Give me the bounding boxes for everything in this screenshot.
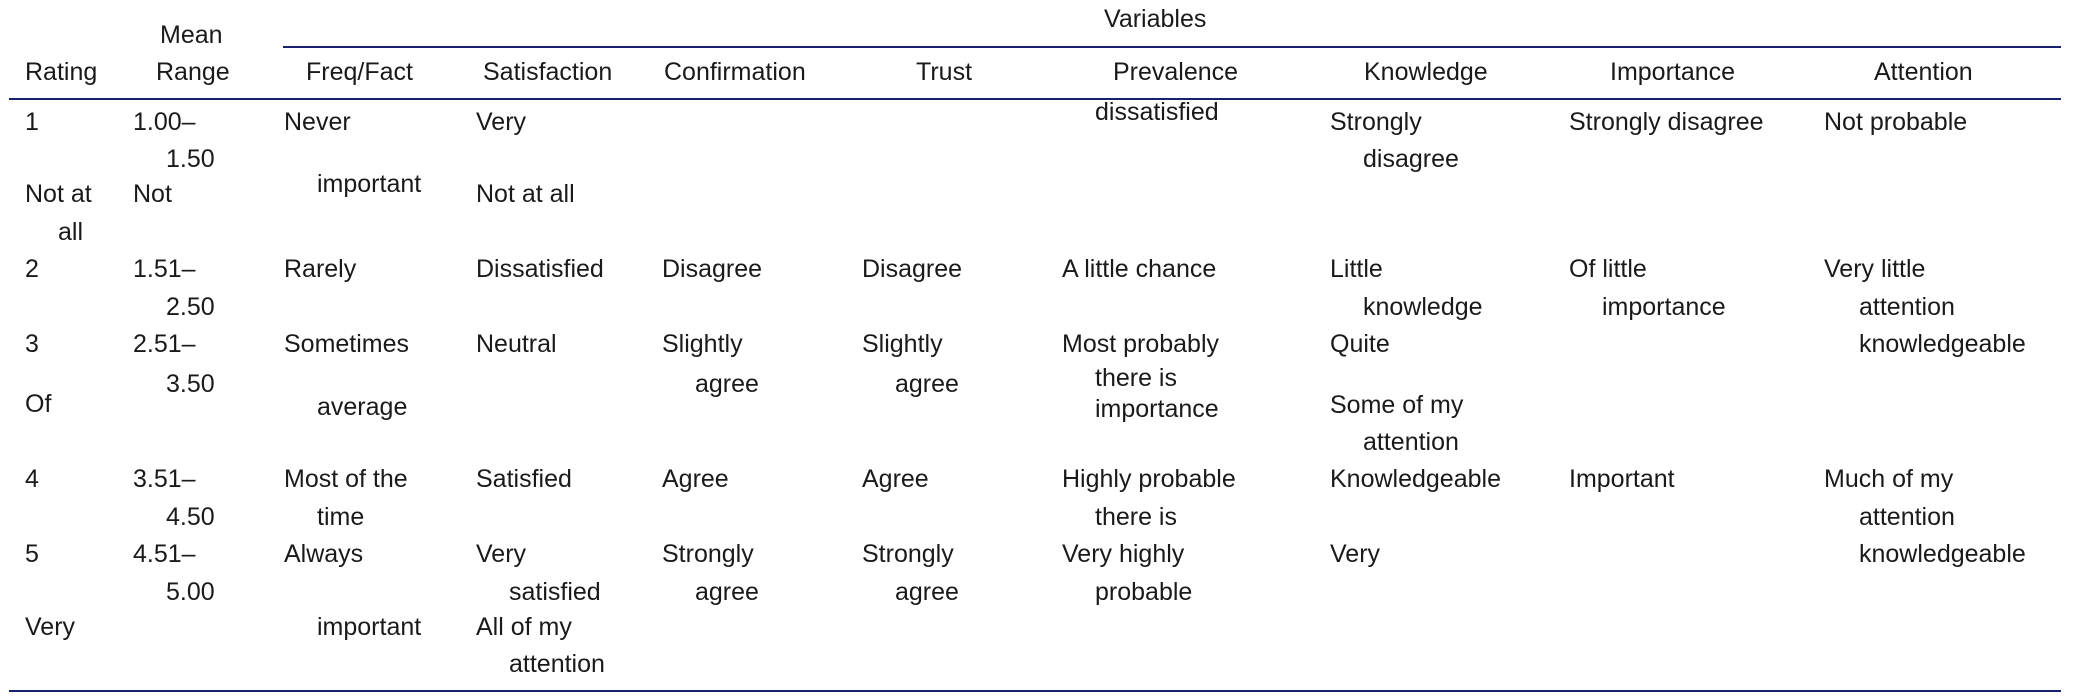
cell-text: 2.51– [133, 330, 196, 358]
cell-text: agree [895, 370, 959, 398]
cell-text: time [317, 503, 365, 531]
cell-text: Strongly disagree [1569, 108, 1764, 136]
bottom-rule [9, 690, 2061, 692]
cell-text: Little [1330, 255, 1383, 283]
cell-text: 5.00 [166, 578, 215, 606]
cell-text: there is [1095, 503, 1177, 531]
cell-text: attention [1859, 293, 1955, 321]
cell-text: important [317, 170, 422, 198]
cell-text: 3.50 [166, 370, 215, 398]
cell-text: 5 [25, 540, 39, 568]
cell-text: 1.00– [133, 108, 196, 136]
cell-text: Rarely [284, 255, 357, 283]
cell-text: there is [1095, 364, 1177, 392]
cell-text: All of my [476, 613, 572, 641]
cell-text: A little chance [1062, 255, 1217, 283]
cell-text: important [317, 613, 422, 641]
cell-text: agree [895, 578, 959, 606]
cell-text: Satisfied [476, 465, 572, 493]
variables-header: Variables [1104, 5, 1207, 33]
variables-rule [283, 46, 2061, 48]
cell-text: attention [1859, 503, 1955, 531]
column-header-confirmation: Confirmation [664, 58, 806, 86]
cell-text: Disagree [662, 255, 763, 283]
cell-text: 4.50 [166, 503, 215, 531]
cell-text: Of [25, 390, 52, 418]
cell-text: Some of my [1330, 391, 1464, 419]
cell-text: Of little [1569, 255, 1647, 283]
cell-text: Strongly [862, 540, 954, 568]
cell-text: probable [1095, 578, 1193, 606]
cell-text: Agree [662, 465, 729, 493]
cell-text: Most probably [1062, 330, 1220, 358]
cell-text: knowledge [1363, 293, 1483, 321]
cell-text: Very highly [1062, 540, 1185, 568]
column-header-knowledge: Knowledge [1364, 58, 1488, 86]
cell-text: importance [1095, 395, 1219, 423]
cell-text: Knowledgeable [1330, 465, 1501, 493]
column-header-importance: Importance [1610, 58, 1736, 86]
column-header-satisfaction: Satisfaction [483, 58, 613, 86]
cell-text: 1 [25, 108, 39, 136]
cell-text: 1.50 [166, 145, 215, 173]
cell-text: dissatisfied [1095, 98, 1219, 126]
cell-text: Important [1569, 465, 1675, 493]
mean-header: Mean [160, 21, 223, 49]
column-header-prevalence: Prevalence [1113, 58, 1239, 86]
cell-text: 3 [25, 330, 39, 358]
cell-text: Not at all [476, 180, 575, 208]
cell-text: importance [1602, 293, 1726, 321]
cell-text: Quite [1330, 330, 1390, 358]
cell-text: Very [25, 613, 76, 641]
cell-text: Very little [1824, 255, 1926, 283]
range-header: Range [156, 58, 230, 86]
cell-text: 2 [25, 255, 39, 283]
cell-text: Much of my [1824, 465, 1954, 493]
column-header-trust: Trust [916, 58, 973, 86]
cell-text: 3.51– [133, 465, 196, 493]
cell-text: Dissatisfied [476, 255, 604, 283]
column-header-freq-fact: Freq/Fact [306, 58, 413, 86]
cell-text: 4 [25, 465, 39, 493]
cell-text: Sometimes [284, 330, 410, 358]
cell-text: Very [1330, 540, 1381, 568]
cell-text: Neutral [476, 330, 557, 358]
cell-text: average [317, 393, 408, 421]
cell-text: 4.51– [133, 540, 196, 568]
cell-text: satisfied [509, 578, 601, 606]
cell-text: knowledgeable [1859, 330, 2026, 358]
cell-text: knowledgeable [1859, 540, 2026, 568]
cell-text: Not at [25, 180, 92, 208]
cell-text: Strongly [662, 540, 754, 568]
column-header-attention: Attention [1874, 58, 1973, 86]
header-rule [9, 98, 2061, 100]
cell-text: Agree [862, 465, 929, 493]
cell-text: Most of the [284, 465, 408, 493]
cell-text: Not [133, 180, 172, 208]
cell-text: 2.50 [166, 293, 215, 321]
cell-text: Always [284, 540, 364, 568]
cell-text: Slightly [862, 330, 943, 358]
cell-text: Never [284, 108, 351, 136]
cell-text: agree [695, 370, 759, 398]
cell-text: agree [695, 578, 759, 606]
cell-text: disagree [1363, 145, 1459, 173]
cell-text: attention [509, 650, 605, 678]
cell-text: Very [476, 108, 527, 136]
rating-header: Rating [25, 58, 98, 86]
cell-text: Strongly [1330, 108, 1422, 136]
cell-text: Disagree [862, 255, 963, 283]
cell-text: 1.51– [133, 255, 196, 283]
cell-text: Highly probable [1062, 465, 1236, 493]
cell-text: Slightly [662, 330, 743, 358]
cell-text: Not probable [1824, 108, 1968, 136]
cell-text: all [58, 218, 84, 246]
cell-text: Very [476, 540, 527, 568]
cell-text: attention [1363, 428, 1459, 456]
